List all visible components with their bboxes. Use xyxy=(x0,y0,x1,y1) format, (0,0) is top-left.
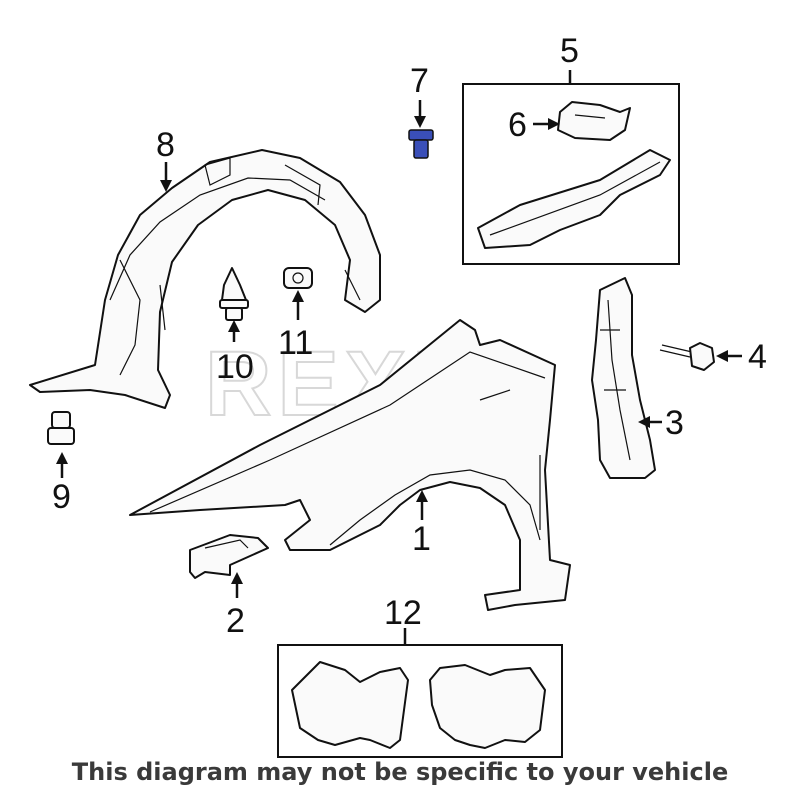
callout-9: 9 xyxy=(52,478,71,516)
part-9-nut xyxy=(47,411,75,445)
part-8-fender-liner xyxy=(29,149,381,409)
part-10-push-clip xyxy=(219,267,249,321)
callout-8: 8 xyxy=(156,126,175,164)
callout-2: 2 xyxy=(226,602,245,640)
callout-5: 5 xyxy=(560,32,579,70)
part-6-bracket xyxy=(557,101,631,141)
disclaimer-text: This diagram may not be specific to your… xyxy=(71,758,729,786)
callout-arrows xyxy=(56,70,742,645)
part-7-clip xyxy=(408,129,434,159)
part-1-front-fender xyxy=(129,319,571,611)
callout-11: 11 xyxy=(278,324,313,362)
part-12-mud-flaps xyxy=(291,661,546,749)
part-5-reinforcement xyxy=(477,149,671,249)
part-2-bracket xyxy=(189,534,269,579)
part-3-side-bracket xyxy=(591,277,656,479)
part-11-grommet xyxy=(283,267,313,289)
part-4-bolt xyxy=(659,342,715,371)
callout-10: 10 xyxy=(216,348,254,386)
part-12-group-box xyxy=(277,644,563,758)
callout-1: 1 xyxy=(412,520,431,558)
callout-7: 7 xyxy=(410,62,429,100)
callout-12: 12 xyxy=(384,594,422,632)
callout-4: 4 xyxy=(748,338,767,376)
callout-3: 3 xyxy=(665,404,684,442)
callout-6: 6 xyxy=(508,106,527,144)
